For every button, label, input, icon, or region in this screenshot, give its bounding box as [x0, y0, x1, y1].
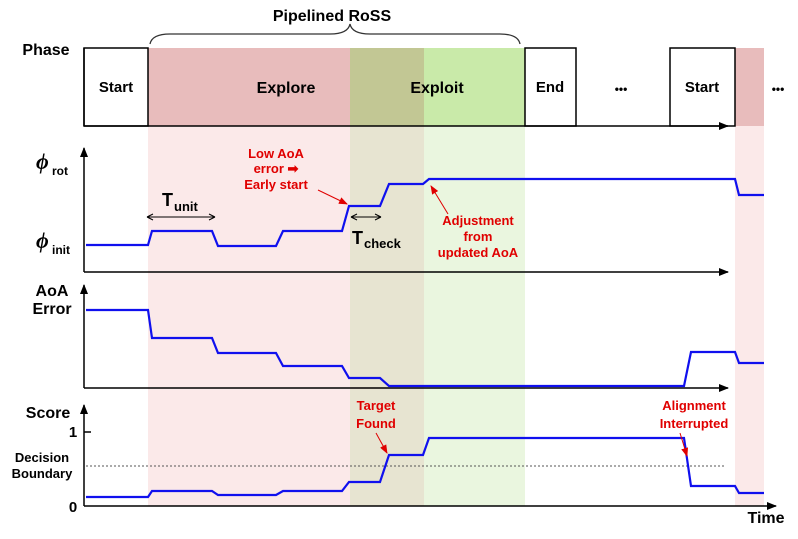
aoa-label-line-1: AoA	[36, 283, 69, 300]
early-start-line-3: Early start	[244, 177, 308, 192]
t-unit-subscript: unit	[174, 199, 198, 214]
score-tick-0-label: 0	[69, 499, 77, 516]
t-unit-label: T	[162, 190, 173, 210]
aoa-label-line-2: Error	[32, 301, 71, 318]
boundary-label-line-1: Decision	[15, 450, 69, 465]
target-found-line-1: Target	[357, 398, 396, 413]
t-check-head-r1	[374, 213, 382, 218]
early-start-line-2: error ➡	[254, 161, 299, 176]
adjustment-line-2: from	[464, 229, 493, 244]
pipelined-brace	[149, 23, 521, 45]
t-check-head-l1	[350, 213, 358, 218]
explore-phase-fill	[148, 48, 350, 126]
adjustment-line-3: updated AoA	[438, 245, 519, 260]
early-start-pointer	[317, 189, 348, 205]
explore-band	[148, 126, 350, 506]
restart-band	[735, 126, 764, 506]
interrupted-line-2: Interrupted	[660, 416, 729, 431]
target-found-line-2: Found	[356, 416, 396, 431]
end-block	[524, 47, 577, 127]
phase-start-label: Start	[99, 79, 133, 96]
time-axis-label: Time	[747, 510, 784, 527]
phase-label: Phase	[22, 42, 69, 59]
interrupted-line-1: Alignment	[662, 398, 726, 413]
rotation-curve	[86, 177, 764, 248]
exploit-phase-fill	[424, 48, 525, 126]
interrupted-pointer	[679, 432, 689, 457]
phase-ellipsis-2: •••	[772, 82, 785, 96]
phase-exploit-label: Exploit	[410, 80, 464, 97]
phi-rot-subscript: rot	[52, 164, 68, 178]
phase-explore-label: Explore	[257, 80, 316, 97]
t-check-subscript: check	[364, 236, 402, 251]
t-check-label: T	[352, 228, 363, 248]
phase-start-label-2: Start	[685, 79, 719, 96]
start-block	[83, 47, 149, 127]
score-tick-1-label: 1	[69, 424, 77, 441]
adjustment-line-1: Adjustment	[442, 213, 514, 228]
restart-phase-fill	[735, 48, 764, 126]
t-check-head-r2	[374, 216, 382, 221]
aoa-error-curve	[86, 308, 764, 388]
target-found-pointer	[375, 432, 388, 454]
phase-end-label: End	[536, 79, 564, 96]
exploit-band	[424, 126, 525, 506]
score-curve	[86, 436, 764, 499]
early-start-line-1: Low AoA	[248, 146, 304, 161]
score-label: Score	[26, 405, 71, 422]
adjustment-pointer	[430, 185, 449, 215]
phi-rot-symbol: ϕ	[36, 149, 49, 174]
pipelined-ross-title: Pipelined RoSS	[273, 8, 392, 25]
phi-init-subscript: init	[52, 243, 70, 257]
phase-ellipsis-1: •••	[615, 82, 628, 96]
t-check-head-l2	[350, 216, 358, 221]
phi-init-symbol: ϕ	[36, 228, 49, 253]
overlap-phase-fill	[350, 48, 424, 126]
boundary-label-line-2: Boundary	[12, 466, 73, 481]
